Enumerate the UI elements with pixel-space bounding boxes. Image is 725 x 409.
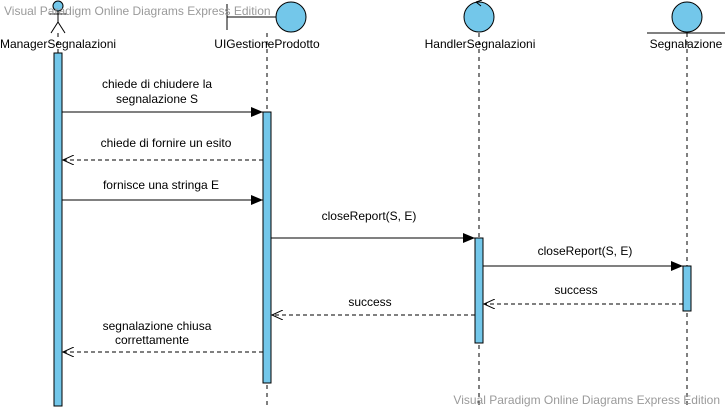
participant-name: ManagerSegnalazioni xyxy=(0,37,116,51)
message-label: chiede di fornire un esito xyxy=(101,136,232,150)
entity-icon xyxy=(647,1,725,34)
activation-bar-handler xyxy=(474,237,484,344)
message-label: fornisce una stringa E xyxy=(103,178,219,192)
message-label: closeReport(S, E) xyxy=(538,244,633,258)
watermark-top: Visual Paradigm Online Diagrams Express … xyxy=(4,4,271,18)
message-label: success xyxy=(554,283,597,297)
boundary-icon xyxy=(226,1,307,33)
participant-name: Segnalazione xyxy=(650,37,723,51)
watermark-bottom: Visual Paradigm Online Diagrams Express … xyxy=(453,393,720,407)
participant-name: UIGestioneProdotto xyxy=(214,37,320,51)
participant-name: HandlerSegnalazioni xyxy=(425,37,536,51)
message-label: segnalazione chiusa xyxy=(103,319,212,333)
message-label: segnalazione S xyxy=(116,92,198,106)
message-label: success xyxy=(348,295,391,309)
actor-icon xyxy=(49,0,67,34)
activation-bar-manager xyxy=(53,52,63,407)
message-label: correttamente xyxy=(115,333,189,347)
activation-bar-segnalazione xyxy=(682,265,692,312)
activation-bar-ui xyxy=(262,111,272,384)
control-icon xyxy=(463,0,495,33)
message-label: closeReport(S, E) xyxy=(322,209,417,223)
message-label: chiede di chiudere la xyxy=(102,77,212,91)
